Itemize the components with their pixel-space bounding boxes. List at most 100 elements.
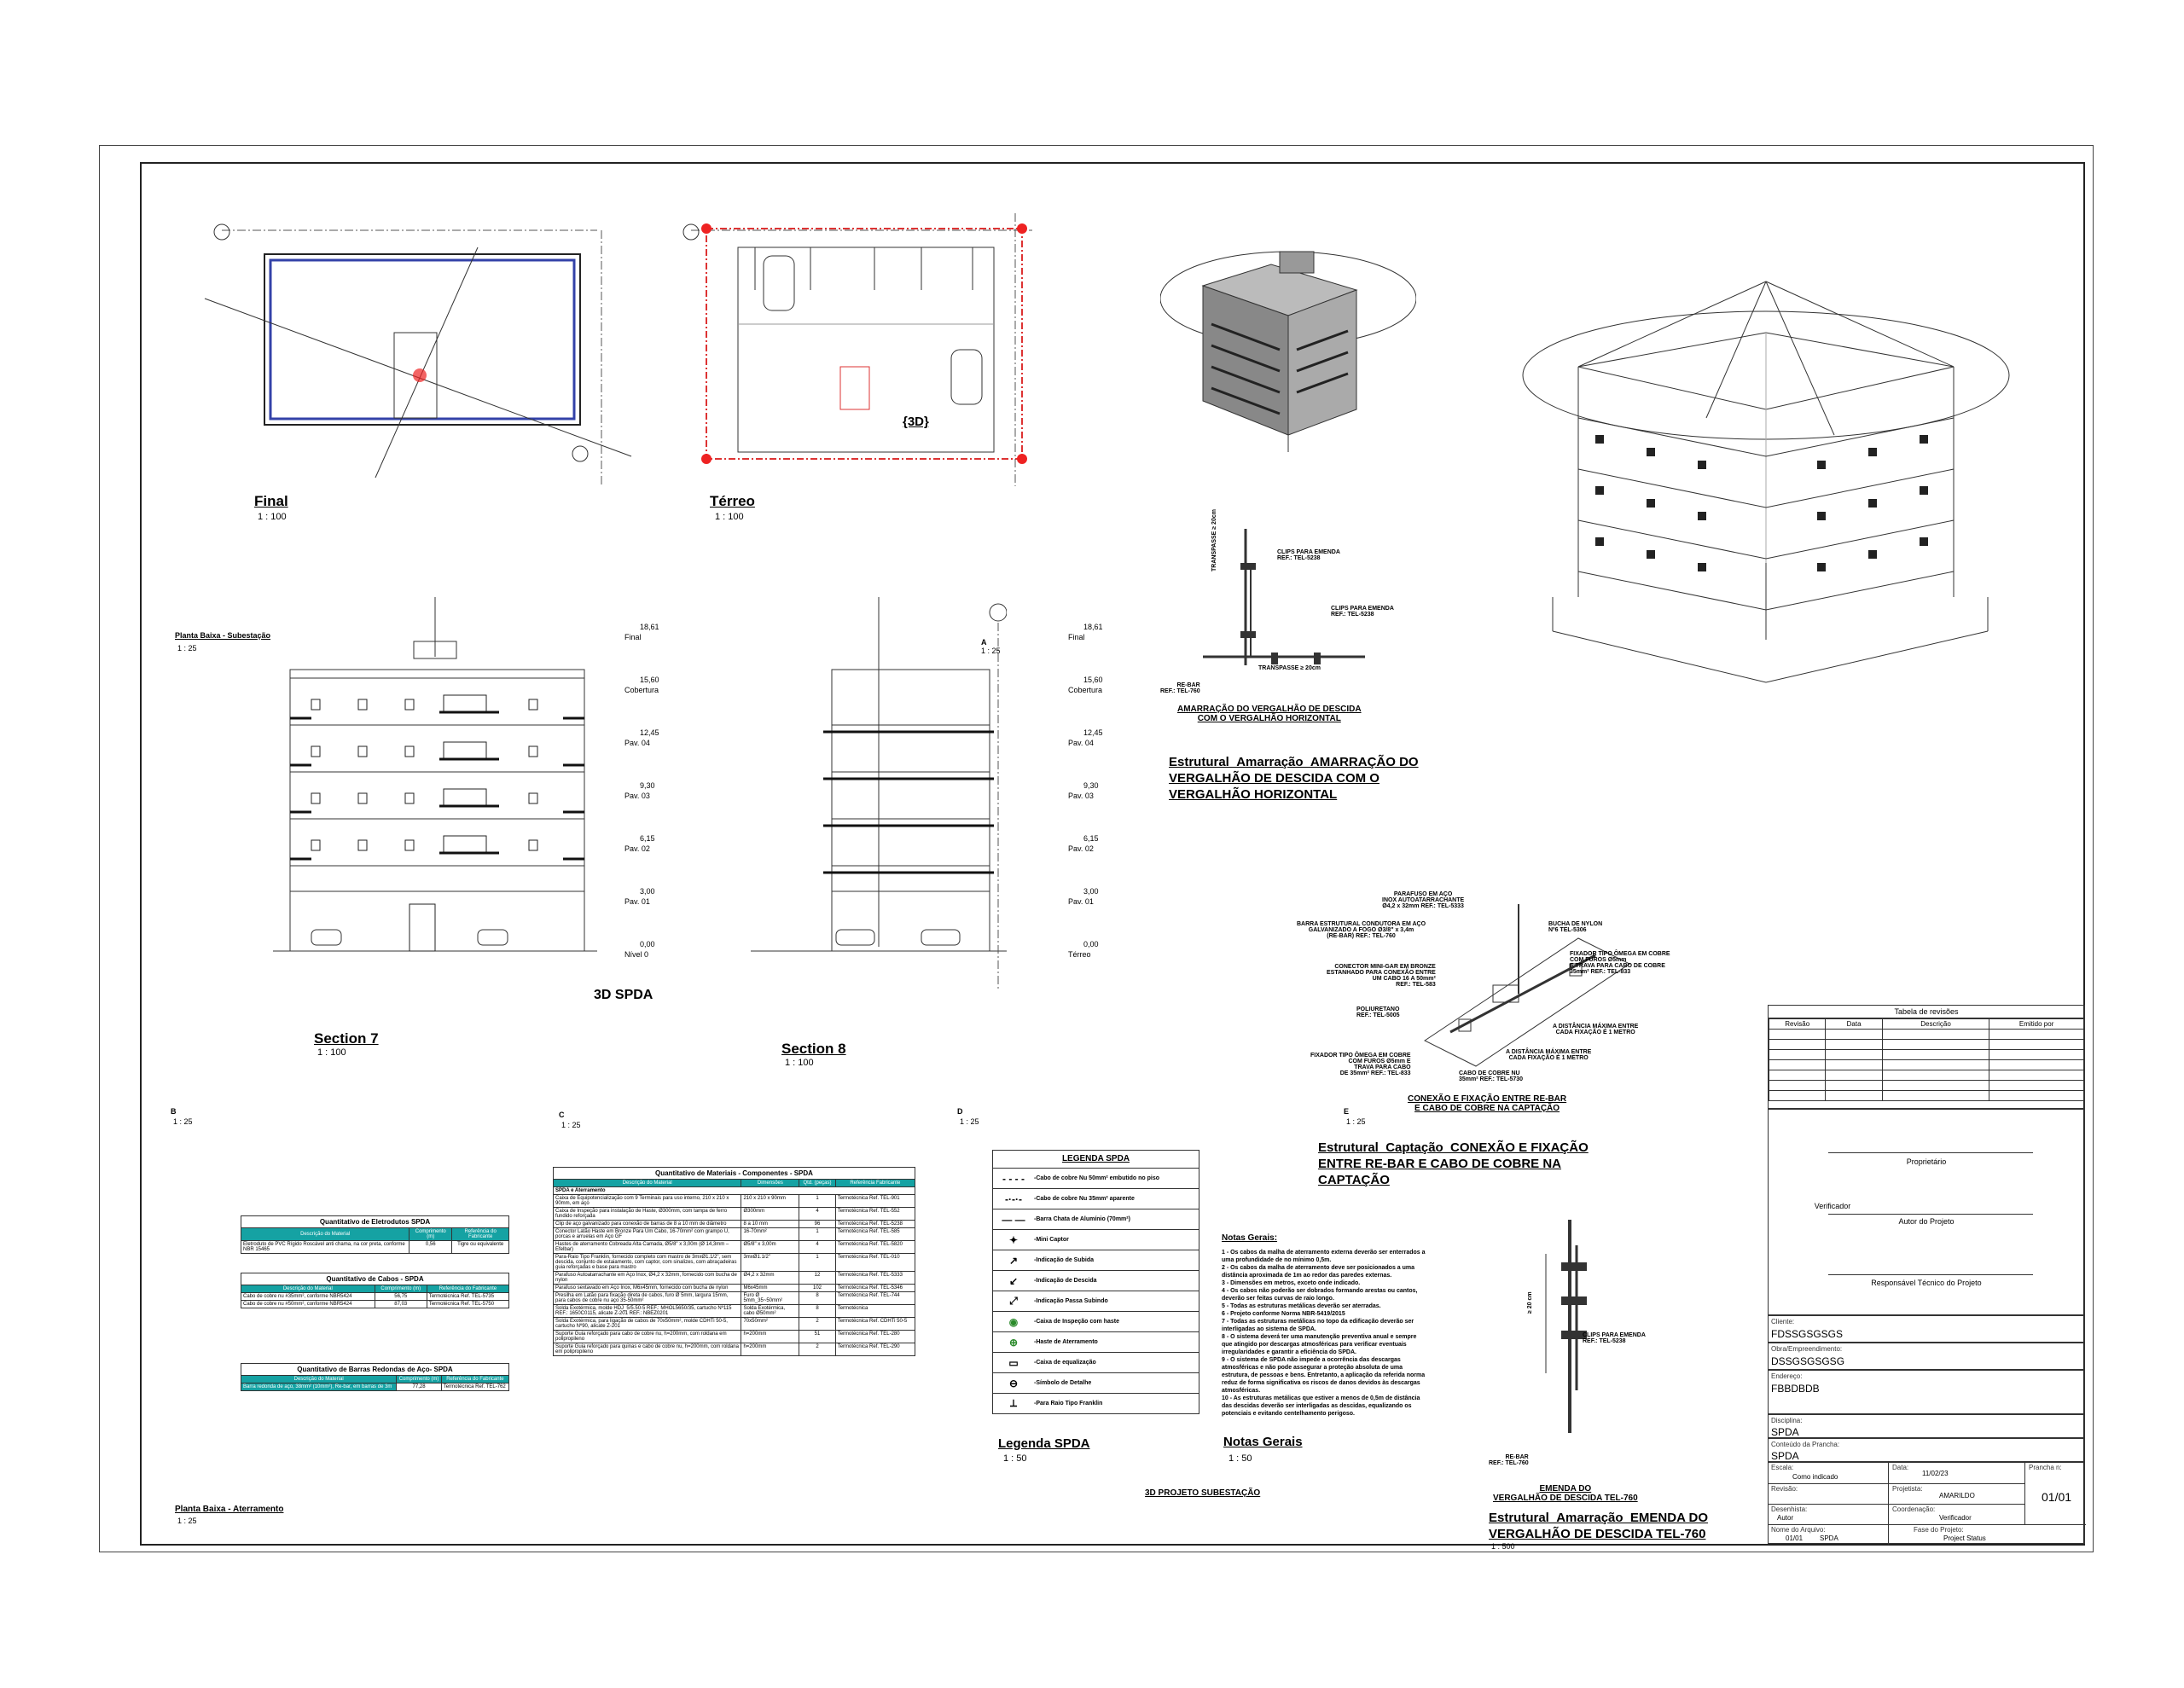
amarracao-clips2: CLIPS PARA EMENDA REF.: TEL-5238 <box>1331 606 1394 618</box>
conexao-n6: POLIURETANO REF.: TEL-5005 <box>1356 1006 1400 1018</box>
legend-item: ⟂-Para Raio Tipo Franklin <box>993 1393 1199 1413</box>
planta-sub-title: Planta Baixa - Subestação <box>175 631 271 640</box>
table-row: Hastes de aterramento Cobreada Alta Cama… <box>552 1240 916 1254</box>
view-d-scale: 1 : 25 <box>960 1117 979 1126</box>
sheet-outer-border <box>99 145 2094 1552</box>
3d-spda-label: 3D SPDA <box>594 988 653 1002</box>
emenda-rebar: RE-BAR REF.: TEL-760 <box>1489 1454 1529 1466</box>
scale-value: Como indicado <box>1792 1473 1838 1481</box>
legend-item: ⤢-Indicação Passa Subindo <box>993 1291 1199 1311</box>
column-header: Referência do Fabricante <box>440 1375 510 1383</box>
table-row: Parafuso Autoatarrachante em Aço Inox, Ø… <box>552 1271 916 1285</box>
view-e-scale: 1 : 25 <box>1346 1117 1366 1126</box>
table-row: Caixa de Inspeção para instalação de Has… <box>552 1207 916 1221</box>
address-value: FBBDBDB <box>1771 1383 1820 1395</box>
notes-title: Notas Gerais <box>1223 1435 1303 1449</box>
emenda-scale: 1 : 500 <box>1491 1542 1515 1551</box>
verifier-label: Verificador <box>1814 1202 1851 1210</box>
dashed-line-icon: - - - - <box>1002 1172 1025 1185</box>
conexao-n1: PARAFUSO EM AÇO INOX AUTOATARRACHANTE Ø4… <box>1382 891 1465 909</box>
table-row: Conector Latão Haste em Bronze Para Um C… <box>552 1227 916 1241</box>
work-value: DSSGSGSGSG <box>1771 1355 1845 1367</box>
revisions-block: Tabela de revisões Revisão Data Descriçã… <box>1768 1005 2085 1109</box>
file-value-2: SPDA <box>1820 1534 1838 1542</box>
table-row: Barra redonda de aço, 38mm² (10mm²), Re-… <box>240 1383 510 1391</box>
emenda-dim: ≥ 20 cm <box>1527 1291 1533 1314</box>
column-header: Comprimento (m) <box>374 1285 427 1293</box>
arrow-up-icon: ↗ <box>1008 1254 1019 1267</box>
section8-drawing <box>751 597 1007 989</box>
section7-drawing <box>273 597 597 952</box>
conexao-detail-drawing <box>1424 904 1630 1067</box>
conexao-n4: CONECTOR MINI-GAR EM BRONZE ESTANHADO PA… <box>1327 964 1436 988</box>
section8-scale: 1 : 100 <box>785 1058 814 1068</box>
table-row: Para-Raio Tipo Franklin, fornecido compl… <box>552 1253 916 1272</box>
table-row: Caixa de Equipotencialização com 9 Termi… <box>552 1194 916 1208</box>
emenda-heading: EMENDA DO VERGALHÃO DE DESCIDA TEL-760 <box>1493 1484 1638 1503</box>
ground-rod-icon: ⊕ <box>1008 1336 1019 1349</box>
amarracao-transpasse-h: TRANSPASSE ≥ 20cm <box>1258 665 1321 671</box>
legend-item: ✦-Mini Captor <box>993 1229 1199 1250</box>
table-group: SPDA e Aterramento <box>553 1186 915 1195</box>
discipline-field: Disciplina: SPDA <box>1768 1414 2085 1438</box>
label-3d: {3D} <box>903 415 929 429</box>
planta-ater-title: Planta Baixa - Aterramento <box>175 1505 284 1514</box>
notes-heading: Notas Gerais: <box>1222 1233 1278 1243</box>
legend-heading: LEGENDA SPDA <box>1061 1154 1130 1163</box>
detail-symbol-icon: ⊖ <box>1008 1377 1019 1389</box>
sheet-info-block: Escala: Como indicado Data: 11/02/23 Pra… <box>1768 1462 2086 1545</box>
column-header: Referência do Fabricante <box>451 1227 509 1241</box>
work-field: Obra/Empreendimento: DSSGSGSGSG <box>1768 1343 2085 1370</box>
view-a-scale: 1 : 25 <box>981 647 1001 655</box>
cabos-table: Quantitativo de Cabos - SPDA Descrição d… <box>241 1273 510 1308</box>
notes-scale: 1 : 50 <box>1228 1453 1252 1464</box>
section7-scale: 1 : 100 <box>317 1047 346 1058</box>
legend-scale: 1 : 50 <box>1003 1453 1027 1464</box>
view-b-title: B <box>171 1107 177 1116</box>
responsible-label: Responsável Técnico do Projeto <box>1871 1279 1982 1287</box>
amarracao-detail-drawing <box>1203 529 1365 665</box>
franklin-rod-icon: ⟂ <box>1009 1397 1017 1409</box>
table-row: Cabo de cobre nu #50mm², conforme NBR542… <box>241 1300 510 1308</box>
content-field: Conteúdo da Prancha: SPDA <box>1768 1438 2085 1462</box>
proj-sub-label: 3D PROJETO SUBESTAÇÃO <box>1145 1488 1261 1498</box>
conexao-n7: A DISTÂNCIA MÁXIMA ENTRE CADA FIXAÇÃO É … <box>1553 1024 1639 1035</box>
inspection-box-icon: ◉ <box>1008 1315 1019 1328</box>
revisions-table: Revisão Data Descrição Emitido por <box>1768 1018 2084 1101</box>
table-caption: Quantitativo de Cabos - SPDA <box>241 1273 509 1285</box>
client-value: FDSSGSGSGS <box>1771 1328 1844 1340</box>
table-row: Clip de aço galvanizado para conexão de … <box>552 1220 916 1228</box>
table-caption: Quantitativo de Eletrodutos SPDA <box>241 1215 509 1228</box>
column-header: Descrição do Material <box>552 1179 742 1187</box>
conexao-n8: A DISTÂNCIA MÁXIMA ENTRE CADA FIXAÇÃO É … <box>1506 1049 1592 1061</box>
view-c-scale: 1 : 25 <box>561 1121 581 1129</box>
column-header: Descrição do Material <box>240 1227 410 1241</box>
emenda-title: Estrutural_Amarração_EMENDA DO VERGALHÃO… <box>1489 1511 1709 1541</box>
view-a-title: A <box>981 638 987 647</box>
barras-table: Quantitativo de Barras Redondas de Aço- … <box>240 1363 510 1391</box>
conexao-heading: CONEXÃO E FIXAÇÃO ENTRE RE-BAR E CABO DE… <box>1408 1094 1567 1113</box>
table-caption: Quantitativo de Materiais - Componentes … <box>553 1167 915 1180</box>
legend-item: -·-·--Cabo de cobre Nu 35mm² aparente <box>993 1188 1199 1209</box>
coord-value: Verificador <box>1939 1514 1972 1522</box>
legend-item: ⊕-Haste de Aterramento <box>993 1331 1199 1352</box>
legend-item: ↗-Indicação de Subida <box>993 1250 1199 1270</box>
legend-item: ▭-Caixa de equalização <box>993 1352 1199 1372</box>
legend-item: - - - --Cabo de cobre Nu 50mm² embutido … <box>993 1168 1199 1188</box>
dash-dot-line-icon: -·-·- <box>1005 1192 1022 1205</box>
final-title: Final <box>254 493 288 509</box>
long-dash-line-icon: — — <box>1002 1213 1025 1226</box>
view-e-title: E <box>1344 1107 1350 1116</box>
terreo-plan-drawing <box>682 213 1032 486</box>
legend-item: ↙-Indicação de Descida <box>993 1270 1199 1291</box>
sheet-inner-border <box>140 162 2085 1546</box>
column-header: Emitido por <box>1989 1018 2084 1030</box>
emenda-clips: CLIPS PARA EMENDA REF.: TEL-5238 <box>1583 1332 1646 1344</box>
eletrodutos-table: Quantitativo de Eletrodutos SPDA Descriç… <box>240 1215 509 1254</box>
